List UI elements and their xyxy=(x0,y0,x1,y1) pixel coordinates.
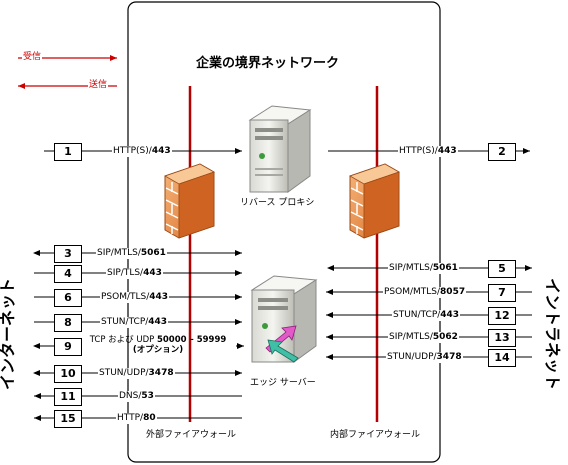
firewall-icon xyxy=(164,163,215,239)
flow-number-box: 7 xyxy=(488,284,516,302)
flow-number-box: 2 xyxy=(488,143,516,161)
flow-number-box: 8 xyxy=(54,314,82,332)
flow-protocol-label: SIP/MTLS/5061 xyxy=(388,263,459,274)
server-icon xyxy=(250,275,318,363)
flow-number-box: 14 xyxy=(488,349,516,367)
flow-protocol-label: HTTP/80 xyxy=(116,413,157,424)
flow-protocol-label: STUN/UDP/3478 xyxy=(98,368,175,379)
flow-number-box: 1 xyxy=(54,143,82,161)
perimeter-network-frame xyxy=(127,1,441,463)
flow-number-box: 9 xyxy=(54,338,82,356)
flow-protocol-label: STUN/TCP/443 xyxy=(100,317,169,328)
internet-side-label: インターネット xyxy=(0,277,18,391)
flow-number-box: 3 xyxy=(54,245,82,263)
flow-number-box: 6 xyxy=(54,289,82,307)
internal-firewall-label: 内部ファイアウォール xyxy=(330,430,421,440)
reverse-proxy-label: リバース プロキシ xyxy=(240,198,315,208)
flow-protocol-label: STUN/UDP/3478 xyxy=(386,352,463,363)
legend-inbound-label: 受信 xyxy=(22,52,43,63)
server-icon xyxy=(248,105,312,193)
flow-protocol-label: HTTP(S)/443 xyxy=(112,146,172,157)
flow-protocol-label: HTTP(S)/443 xyxy=(398,146,458,157)
flow-protocol-label: PSOM/TLS/443 xyxy=(100,292,170,303)
flow-protocol-label: TCP および UDP 50000 – 59999 (オプション) xyxy=(89,335,227,355)
flow-protocol-label: STUN/TCP/443 xyxy=(392,310,461,321)
legend-outbound-label: 送信 xyxy=(88,80,109,91)
flow-protocol-label: SIP/MTLS/5062 xyxy=(388,332,459,343)
flow-protocol-label: DNS/53 xyxy=(118,391,155,402)
flow-number-box: 5 xyxy=(488,260,516,278)
flow-number-box: 12 xyxy=(488,307,516,325)
exchange-arrows-icon xyxy=(265,325,299,363)
flow-protocol-label: SIP/TLS/443 xyxy=(106,268,163,279)
external-firewall-label: 外部ファイアウォール xyxy=(146,430,237,440)
intranet-side-label: イントラネット xyxy=(543,277,563,391)
flow-number-box: 4 xyxy=(54,265,82,283)
flow-protocol-label: PSOM/MTLS/8057 xyxy=(383,287,467,298)
flow-protocol-label: SIP/MTLS/5061 xyxy=(96,248,167,259)
firewall-icon xyxy=(349,163,400,239)
edge-server-label: エッジ サーバー xyxy=(250,378,316,388)
flow-number-box: 15 xyxy=(54,410,82,428)
diagram-title: 企業の境界ネットワーク xyxy=(196,56,340,71)
flow-number-box: 10 xyxy=(54,365,82,383)
flow-number-box: 11 xyxy=(54,388,82,406)
flow-number-box: 13 xyxy=(488,329,516,347)
